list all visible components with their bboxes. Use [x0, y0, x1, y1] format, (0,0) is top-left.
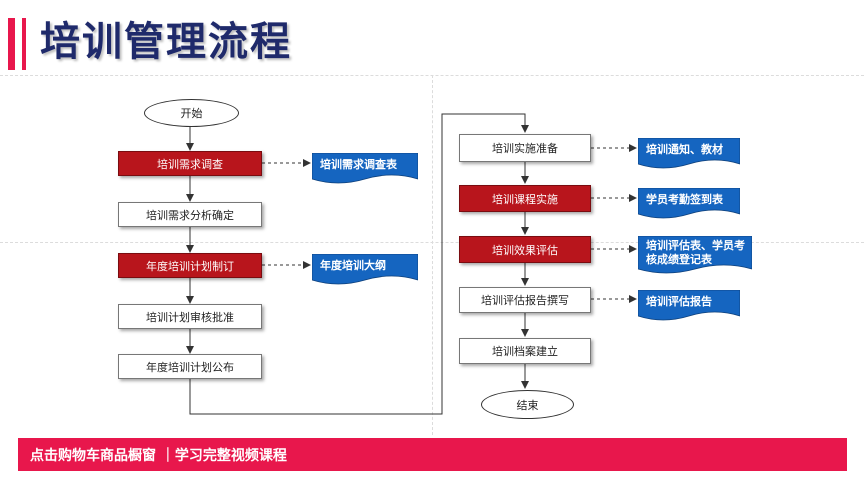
doc-evaluation-report: 培训评估报告	[638, 290, 740, 322]
doc-notice-materials: 培训通知、教材	[638, 138, 740, 170]
start-node: 开始	[144, 99, 239, 127]
footer-text: 点击购物车商品橱窗 ｜学习完整视频课程	[30, 447, 287, 464]
step-plan-publication: 年度培训计划公布	[118, 354, 262, 379]
step-annual-plan-drafting: 年度培训计划制订	[118, 253, 262, 278]
step-archive-setup: 培训档案建立	[459, 338, 591, 364]
step-needs-analysis: 培训需求分析确定	[118, 202, 262, 227]
arrow-publish-to-preparation	[189, 113, 529, 415]
guide-line-vertical	[432, 75, 433, 435]
title-accent-bar-thin	[22, 18, 26, 70]
step-plan-approval: 培训计划审核批准	[118, 304, 262, 329]
step-effect-evaluation: 培训效果评估	[459, 236, 591, 263]
page-title: 培训管理流程	[40, 19, 292, 65]
step-course-delivery: 培训课程实施	[459, 185, 591, 212]
doc-attendance-sheet: 学员考勤签到表	[638, 188, 740, 220]
step-evaluation-report: 培训评估报告撰写	[459, 287, 591, 313]
doc-evaluation-forms: 培训评估表、学员考核成绩登记表	[638, 236, 752, 276]
title-accent-bar	[8, 18, 15, 70]
end-node: 结束	[481, 390, 574, 419]
doc-needs-survey-form: 培训需求调查表	[312, 153, 418, 185]
step-training-needs-survey: 培训需求调查	[118, 151, 262, 176]
footer-banner[interactable]: 点击购物车商品橱窗 ｜学习完整视频课程	[18, 438, 847, 471]
step-implementation-prep: 培训实施准备	[459, 134, 591, 162]
doc-annual-outline: 年度培训大纲	[312, 254, 418, 286]
